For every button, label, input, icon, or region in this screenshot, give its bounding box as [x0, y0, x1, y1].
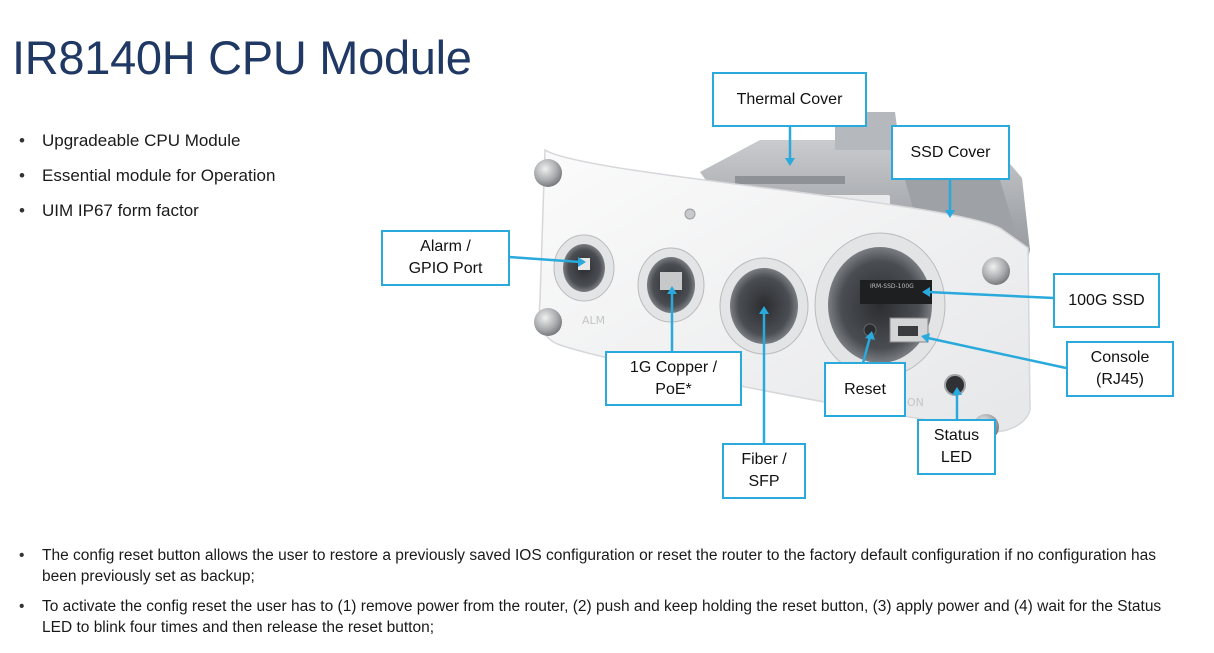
alarm-port	[553, 234, 615, 302]
ssd-bay: IRM-SSD-100G	[814, 232, 946, 378]
screw	[534, 159, 562, 187]
feature-item: Essential module for Operation	[8, 165, 275, 200]
reset-instructions: The config reset button allows the user …	[8, 545, 1188, 647]
feature-item: UIM IP67 form factor	[8, 200, 275, 235]
leader-reset	[861, 336, 872, 364]
port-label-alm: ALM	[582, 314, 605, 327]
vent-plug	[684, 208, 696, 220]
leader-lines	[508, 126, 1067, 444]
feature-item: Upgradeable CPU Module	[8, 130, 275, 165]
callout-ssd-cover: SSD Cover	[891, 125, 1010, 180]
instruction-item: To activate the config reset the user ha…	[8, 596, 1188, 638]
leader-100g-ssd	[927, 290, 1055, 300]
leader-alarm	[508, 255, 581, 264]
port-label-on: ON	[907, 396, 924, 409]
callout-status-led: Status LED	[917, 419, 996, 475]
callout-reset: Reset	[824, 362, 906, 417]
callout-thermal-cover: Thermal Cover	[712, 72, 867, 127]
slide-title: IR8140H CPU Module	[12, 31, 472, 84]
feature-list: Upgradeable CPU Module Essential module …	[8, 130, 275, 235]
callout-copper-poe: 1G Copper / PoE*	[605, 351, 742, 406]
screw	[534, 308, 562, 336]
callout-console-rj45: Console (RJ45)	[1066, 341, 1174, 397]
callout-100g-ssd: 100G SSD	[1053, 273, 1160, 328]
callout-alarm-gpio-port: Alarm / GPIO Port	[381, 230, 510, 286]
callout-fiber-sfp: Fiber / SFP	[722, 443, 806, 499]
ssd-label: IRM-SSD-100G	[870, 283, 914, 290]
screw	[982, 257, 1010, 285]
instruction-item: The config reset button allows the user …	[8, 545, 1188, 587]
copper-port	[637, 247, 705, 323]
leader-console	[927, 336, 1067, 370]
